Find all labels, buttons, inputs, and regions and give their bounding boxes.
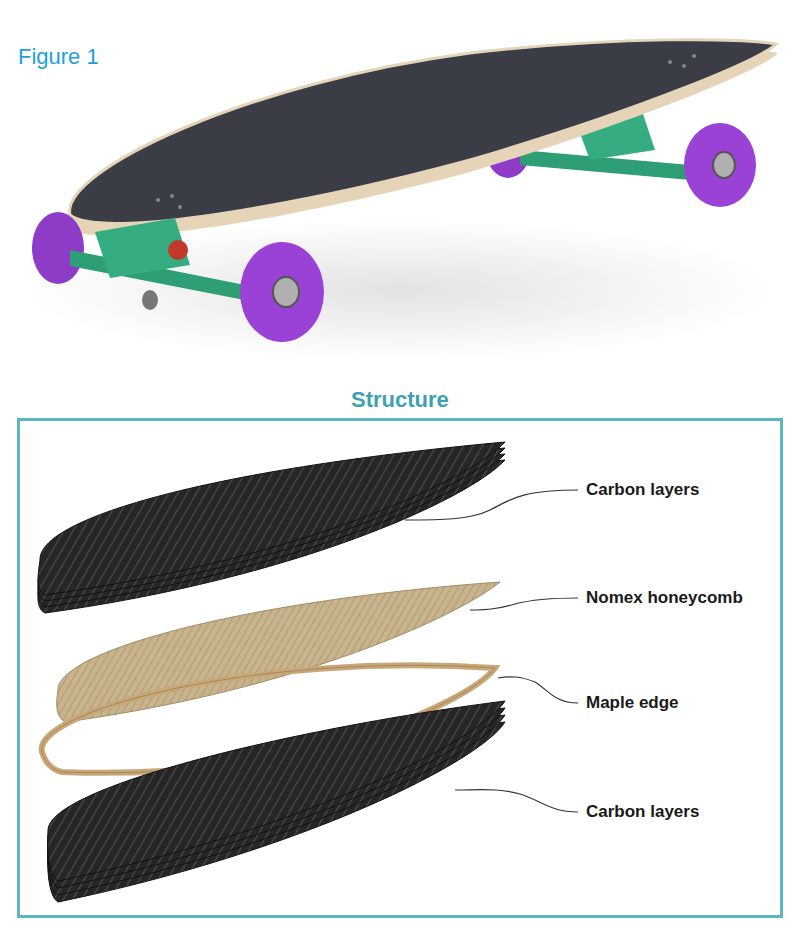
part-label: Maple edge	[586, 693, 679, 713]
part-label: Carbon layers	[586, 480, 699, 500]
frame-heading: Structure	[351, 387, 449, 413]
figure-title: Figure 1	[18, 44, 99, 70]
part-label: Nomex honeycomb	[586, 588, 743, 608]
part-label: Carbon layers	[586, 802, 699, 822]
